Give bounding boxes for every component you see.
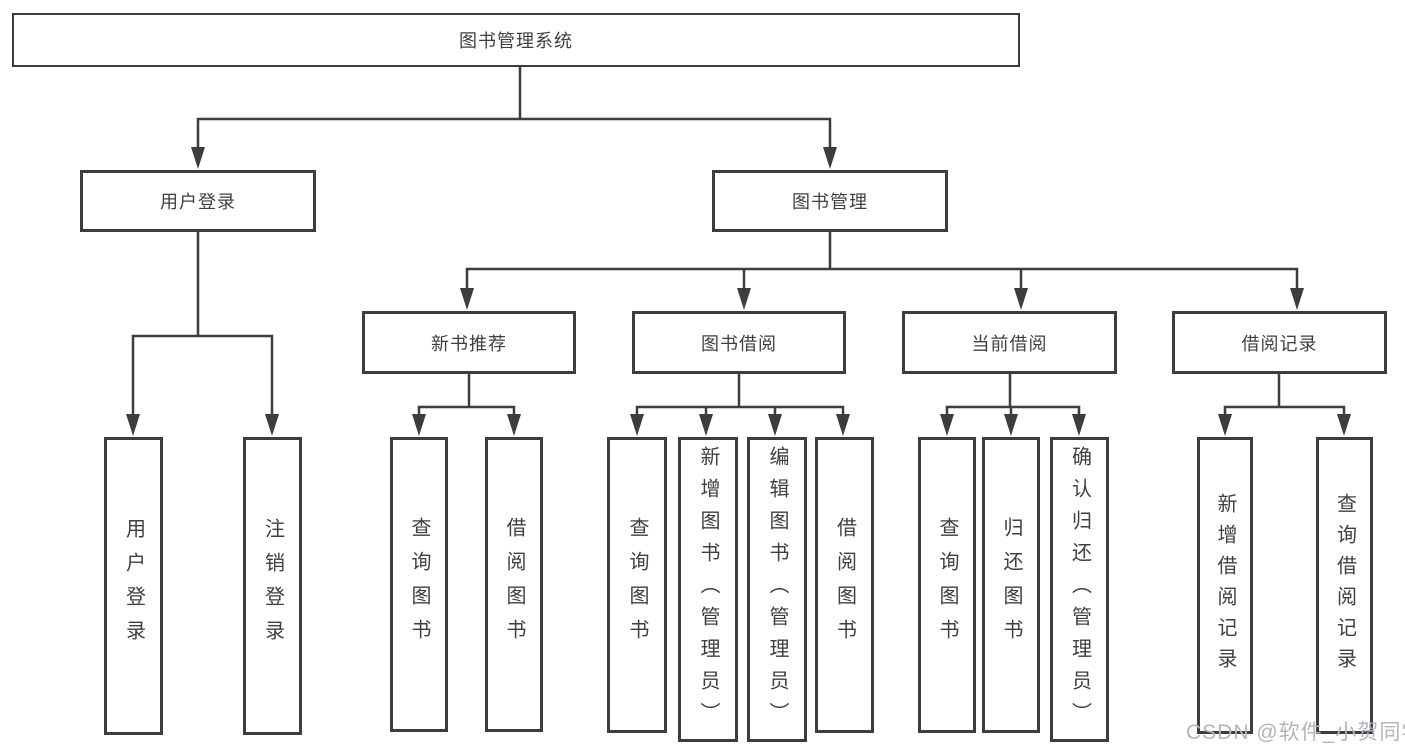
leaf-current-confirm-return-admin: 确认归还（管理员） (1050, 437, 1109, 742)
node-current-borrowing-label: 当前借阅 (971, 333, 1048, 354)
node-borrowing-records-label: 借阅记录 (1241, 333, 1318, 354)
leaf-recommend-query-books-label: 查询图书 (408, 516, 430, 653)
node-user-login-label: 用户登录 (160, 192, 236, 212)
leaf-borrowing-add-books-admin: 新增图书（管理员） (678, 437, 738, 742)
leaf-user-login-label: 用户登录 (122, 518, 145, 654)
node-root-label: 图书管理系统 (459, 31, 573, 51)
node-book-borrowing-label: 图书借阅 (701, 333, 777, 354)
leaf-borrowing-query-books-label: 查询图书 (626, 517, 648, 653)
node-borrowing-records: 借阅记录 (1172, 311, 1387, 374)
leaf-user-login: 用户登录 (104, 437, 163, 735)
node-current-borrowing: 当前借阅 (902, 311, 1117, 374)
node-book-management: 图书管理 (712, 170, 948, 232)
node-user-login: 用户登录 (80, 170, 316, 232)
leaf-current-query-books-label: 查询图书 (936, 517, 958, 653)
leaf-current-confirm-return-admin-label: 确认归还（管理员） (1068, 445, 1091, 734)
leaf-records-add-record-label: 新增借阅记录 (1214, 492, 1236, 679)
leaf-logout-label: 注销登录 (261, 518, 284, 654)
leaf-records-add-record: 新增借阅记录 (1197, 437, 1253, 734)
leaf-records-query-record-label: 查询借阅记录 (1333, 492, 1356, 679)
node-book-borrowing: 图书借阅 (632, 311, 846, 374)
leaf-current-return-books-label: 归还图书 (1000, 517, 1022, 653)
leaf-recommend-borrow-books: 借阅图书 (485, 437, 543, 732)
node-new-book-recommend-label: 新书推荐 (431, 333, 507, 354)
leaf-recommend-borrow-books-label: 借阅图书 (503, 516, 525, 653)
leaf-borrowing-add-books-admin-label: 新增图书（管理员） (697, 445, 719, 734)
node-book-management-label: 图书管理 (792, 192, 868, 212)
leaf-current-return-books: 归还图书 (982, 437, 1040, 733)
watermark: CSDN @软件_小贺同学 (1186, 721, 1405, 744)
leaf-current-query-books: 查询图书 (918, 437, 976, 733)
leaf-logout: 注销登录 (243, 437, 302, 735)
node-root: 图书管理系统 (12, 13, 1020, 67)
leaf-borrowing-edit-books-admin-label: 编辑图书（管理员） (766, 445, 788, 734)
leaf-recommend-query-books: 查询图书 (390, 437, 448, 732)
node-new-book-recommend: 新书推荐 (362, 311, 576, 374)
leaf-records-query-record: 查询借阅记录 (1316, 437, 1373, 734)
leaf-borrowing-query-books: 查询图书 (607, 437, 667, 733)
leaf-borrowing-edit-books-admin: 编辑图书（管理员） (747, 437, 807, 742)
leaf-borrowing-borrow-books: 借阅图书 (815, 437, 874, 733)
leaf-borrowing-borrow-books-label: 借阅图书 (833, 517, 856, 653)
